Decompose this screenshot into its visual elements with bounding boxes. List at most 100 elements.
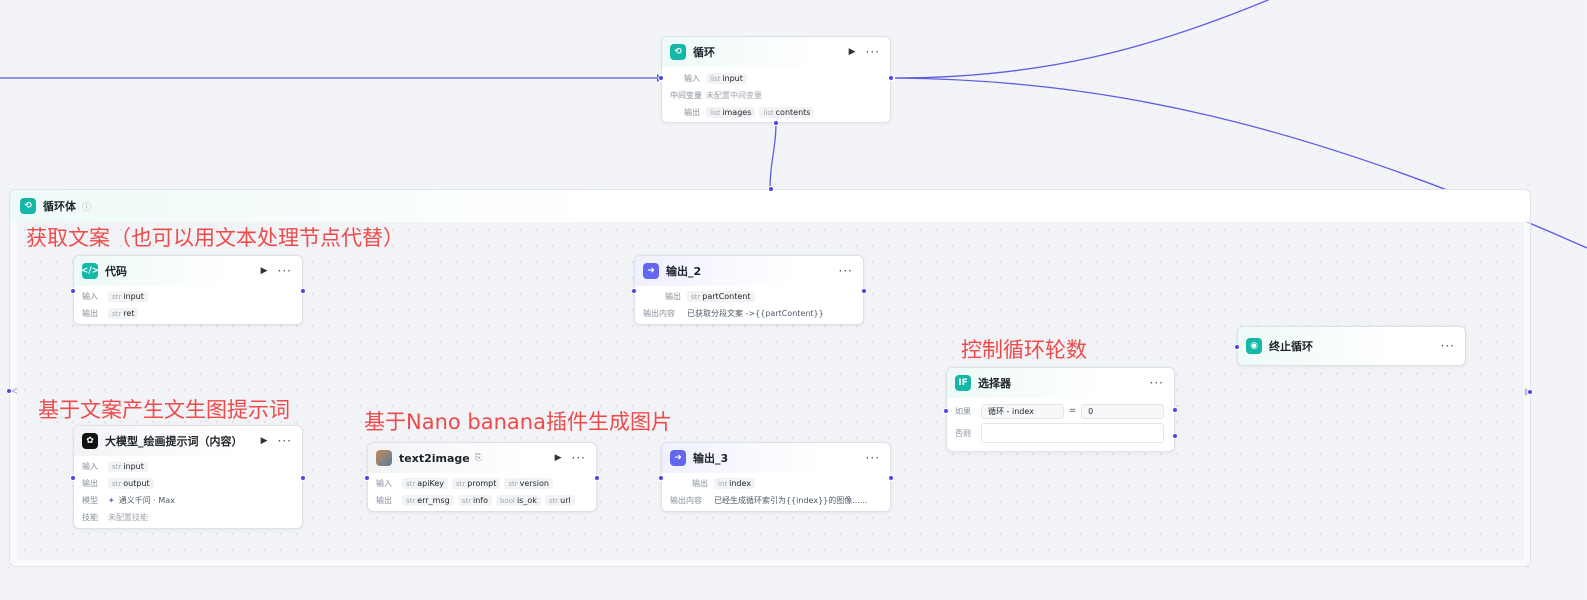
output-port[interactable] [861,288,867,294]
row-label: 输出 [684,108,700,117]
plugin-link-icon[interactable]: ⎘ [474,453,482,463]
if-icon: IF [955,375,971,391]
row-label: 输出内容 [670,496,702,505]
loop-node-header: ⟲ 循环 ▶ ··· [662,37,890,67]
row-label: 输出 [82,479,98,488]
more-icon[interactable]: ··· [865,45,880,59]
run-icon[interactable]: ▶ [848,47,856,57]
output-port[interactable] [300,288,306,294]
llm-node-header: ✿ 大模型_绘画提示词（内容） ▶ ··· [74,426,302,456]
output-port[interactable] [300,475,306,481]
selector-if-row: 如果 循环 - index = 0 [955,401,1164,421]
t2i-node-header: text2image ⎘ ▶ ··· [368,443,596,473]
wire-loop-out-upper [894,0,1270,79]
row-label: 输入 [82,462,98,471]
output3-content-value: 已经生成循环索引为{{index}}的图像...... [714,496,868,505]
selector-node-title: 选择器 [978,377,1011,390]
input-port[interactable] [1234,344,1240,350]
condition-left-field[interactable]: 循环 - index [981,403,1064,419]
more-icon[interactable]: ··· [277,264,292,278]
more-icon[interactable]: ··· [865,451,880,465]
t2i-node-title: text2image [399,451,470,465]
plugin-image-icon [376,450,392,466]
annotation-control-loop: 控制循环轮数 [961,338,1087,362]
more-icon[interactable]: ··· [571,451,586,465]
selector-node[interactable]: IF 选择器 ··· 如果 循环 - index = 0 否则 [943,367,1178,452]
body-top-port[interactable] [768,186,774,192]
output2-node-title: 输出_2 [666,265,702,278]
annotation-gen-prompt: 基于文案产生文生图提示词 [38,398,290,422]
row-label: 输入 [82,292,98,301]
condition-operator[interactable]: = [1068,406,1077,416]
row-label: 输出 [665,292,681,301]
condition-right-field[interactable]: 0 [1081,403,1164,419]
input-port[interactable] [631,288,637,294]
row-label: 输出 [692,479,708,488]
code-icon: </> [81,263,99,279]
more-icon[interactable]: ··· [1149,376,1164,390]
output3-node-header: ➜ 输出_3 ··· [662,443,890,473]
input-port[interactable] [943,408,949,414]
run-icon[interactable]: ▶ [260,436,268,446]
else-output-port[interactable] [1172,433,1178,439]
llm-model-value: 通义千问 · Max [118,496,175,505]
more-icon[interactable]: ··· [1440,339,1455,353]
run-icon[interactable]: ▶ [554,453,562,463]
info-icon[interactable]: ⓘ [82,202,92,213]
more-icon[interactable]: ··· [277,434,292,448]
loop-node-title: 循环 [693,46,715,59]
llm-node-title: 大模型_绘画提示词（内容） [105,435,243,448]
loop-mid-row: 中间变量 未配置中间变量 [670,87,880,104]
output2-content-value: 已获取分段文案 ->{{partContent}} [687,309,824,318]
input-port[interactable] [364,475,370,481]
if-output-port[interactable] [1172,407,1178,413]
run-icon[interactable]: ▶ [260,266,268,276]
output-icon: ➜ [670,450,686,466]
loop-icon: ⟲ [20,198,36,214]
input-port[interactable] [658,75,664,81]
llm-skill-row: 技能 未配置技能 [82,509,292,526]
input-port[interactable] [70,288,76,294]
loop-end-port[interactable] [1527,389,1533,395]
loop-start-port[interactable] [6,388,12,394]
else-branch-field[interactable] [981,423,1164,443]
loop-icon: ⟲ [670,44,686,60]
input-port[interactable] [658,475,664,481]
input-port[interactable] [70,475,76,481]
end-loop-node[interactable]: ◉ 终止循环 ··· [1234,326,1466,366]
code-node-header: </> 代码 ▶ ··· [74,256,302,286]
annotation-gen-image: 基于Nano banana插件生成图片 [364,410,672,434]
output2-content-row: 输出内容 已获取分段文案 ->{{partContent}} [643,305,853,322]
body-port[interactable] [773,120,779,126]
output-port[interactable] [888,75,894,81]
row-label: 模型 [82,496,98,505]
more-icon[interactable]: ··· [838,264,853,278]
output-port[interactable] [594,475,600,481]
output-icon: ➜ [643,263,659,279]
code-node-title: 代码 [105,265,127,278]
output-port[interactable] [888,475,894,481]
